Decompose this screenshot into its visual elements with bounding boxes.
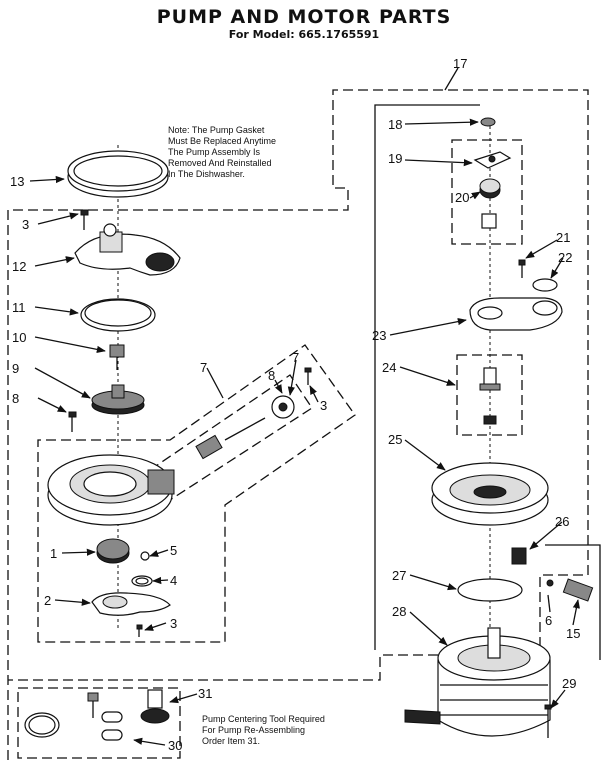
svg-text:Pump Centering Tool Required: Pump Centering Tool Required — [202, 714, 325, 724]
pump-group-boundary — [37, 344, 356, 643]
diagram-title: PUMP AND MOTOR PARTS — [156, 6, 452, 28]
pump-housing-part — [47, 454, 175, 526]
bracket-part — [91, 592, 171, 637]
callout-label: 6 — [545, 613, 552, 628]
nut-part — [480, 117, 496, 127]
screw-part — [518, 259, 526, 278]
seal-part — [131, 551, 153, 587]
svg-text:Removed And Reinstalled: Removed And Reinstalled — [168, 158, 272, 168]
callout-label: 18 — [388, 117, 402, 132]
svg-text:Must Be Replaced Anytime: Must Be Replaced Anytime — [168, 136, 276, 146]
callout-label: 4 — [170, 573, 177, 588]
screw-part — [80, 209, 89, 230]
callout-label: 19 — [388, 151, 402, 166]
callout-label: 3 — [170, 616, 177, 631]
assembly-17-boundary — [7, 89, 589, 760]
service-line — [374, 104, 480, 650]
callout-label: 2 — [44, 593, 51, 608]
check-valve-part — [195, 367, 312, 460]
callout-leaders — [29, 67, 580, 746]
svg-text:The Pump Assembly Is: The Pump Assembly Is — [168, 147, 261, 157]
motor-part — [404, 627, 552, 738]
tool-note: Pump Centering Tool Required For Pump Re… — [202, 714, 325, 746]
mounting-plate-part — [469, 297, 563, 331]
callout-labels: 13 3 12 11 10 9 8 1 2 3 4 5 7 8 7 3 17 1… — [10, 56, 580, 753]
callout-label: 29 — [562, 676, 576, 691]
callout-label: 8 — [268, 368, 275, 383]
screw-part — [68, 411, 77, 432]
callout-label: 21 — [556, 230, 570, 245]
centering-tool-part — [140, 689, 170, 724]
impeller-nut-part — [109, 344, 125, 370]
callout-label: 31 — [198, 686, 212, 701]
pump-gasket-part — [67, 150, 169, 198]
gasket-kit-part — [24, 692, 123, 741]
callout-label: 7 — [292, 350, 299, 365]
callout-label: 24 — [382, 360, 396, 375]
callout-label: 27 — [392, 568, 406, 583]
grommet-part — [532, 278, 558, 292]
callout-label: 17 — [453, 56, 467, 71]
svg-text:In The Dishwasher.: In The Dishwasher. — [168, 169, 245, 179]
motor-shield-part — [457, 578, 523, 602]
o-ring-part — [80, 298, 156, 332]
callout-label: 12 — [12, 259, 26, 274]
shaft-seal-part — [479, 367, 501, 425]
callout-label: 7 — [200, 360, 207, 375]
svg-text:For Pump Re-Assembling: For Pump Re-Assembling — [202, 725, 305, 735]
callout-label: 1 — [50, 546, 57, 561]
callout-label: 22 — [558, 250, 572, 265]
callout-label: 25 — [388, 432, 402, 447]
callout-label: 23 — [372, 328, 386, 343]
assembly-19-boundary — [451, 139, 523, 245]
pump-cover-part — [74, 223, 181, 276]
chopper-part — [96, 538, 130, 564]
gasket-note: Note: The Pump Gasket Must Be Replaced A… — [168, 125, 276, 179]
callout-label: 3 — [320, 398, 327, 413]
assembly-30-boundary — [17, 687, 181, 759]
bearing-part — [473, 151, 512, 169]
motor-mount-part — [431, 462, 549, 526]
svg-text:Note: The Pump Gasket: Note: The Pump Gasket — [168, 125, 265, 135]
callout-label: 3 — [22, 217, 29, 232]
model-number: For Model: 665.1765591 — [228, 28, 380, 41]
callout-label: 13 — [10, 174, 24, 189]
svg-text:Order Item 31.: Order Item 31. — [202, 736, 260, 746]
callout-label: 26 — [555, 514, 569, 529]
wire-line — [545, 544, 601, 660]
impeller-part — [91, 384, 145, 415]
connector-part — [546, 578, 594, 602]
relay-part — [511, 547, 527, 565]
callout-label: 15 — [566, 626, 580, 641]
callout-label: 5 — [170, 543, 177, 558]
callout-label: 20 — [455, 190, 469, 205]
callout-label: 8 — [12, 391, 19, 406]
callout-label: 11 — [12, 300, 26, 315]
callout-label: 28 — [392, 604, 406, 619]
callout-label: 30 — [168, 738, 182, 753]
coupling-part — [479, 178, 501, 229]
callout-label: 10 — [12, 330, 26, 345]
callout-label: 9 — [12, 361, 19, 376]
